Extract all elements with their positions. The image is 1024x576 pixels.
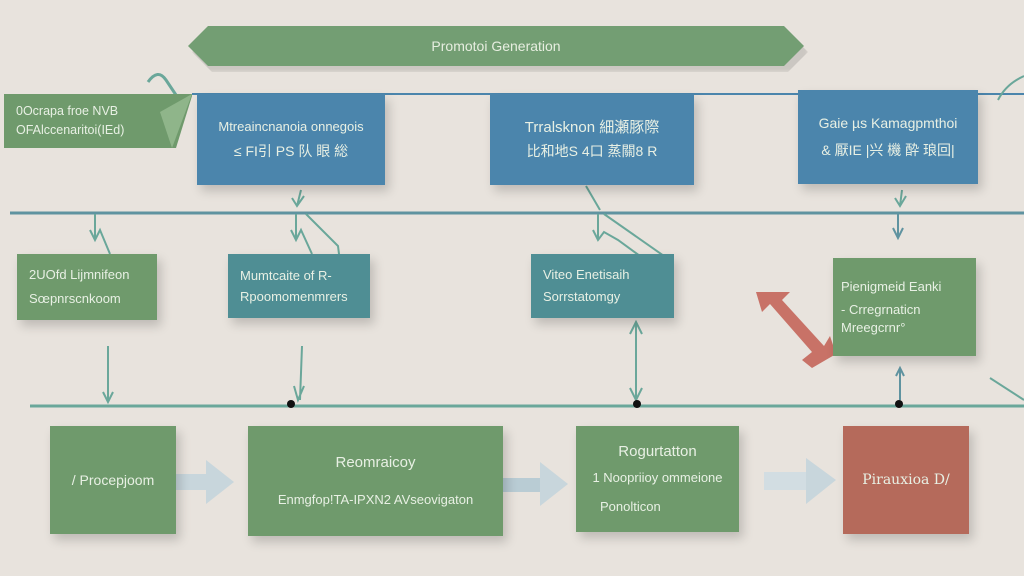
side-tag-box: 0Ocrapa froe NVB OFAlccenaritoi(IEd) bbox=[4, 94, 192, 148]
top-box-3-line2: & 厭IE |兴 機 酔 琅回| bbox=[821, 142, 955, 158]
bottom-box-3: Rogurtatton 1 Noopriioy ommeione Ponolti… bbox=[576, 426, 739, 532]
middle-box-2-line1: Mumtcaite of R- bbox=[240, 267, 332, 283]
side-tag-line2: OFAlccenaritoi(IEd) bbox=[16, 123, 125, 137]
middle-box-3-line2: Sorrstatomgy bbox=[543, 289, 621, 304]
bottom-box-1-line1: / Procepjoom bbox=[71, 471, 155, 488]
arrow-mid-1 bbox=[89, 214, 111, 255]
top-box-1-line2: ≤ FI引 PS 队 眼 総 bbox=[233, 142, 349, 159]
block-arrow-icon-1 bbox=[176, 460, 234, 504]
arrow-mid-3 bbox=[592, 214, 641, 257]
bottom-box-2-line1: Reomraicoy bbox=[335, 454, 416, 472]
middle-box-2: Mumtcaite of R- Rpoomomenmrers bbox=[228, 254, 370, 318]
tag-hook-connector bbox=[146, 73, 180, 99]
junction-dot-2 bbox=[633, 400, 641, 408]
arrow-top-1 bbox=[291, 189, 305, 208]
arrow-mid-2 bbox=[290, 214, 313, 255]
diagram-title: Promotoi Generation bbox=[431, 38, 561, 54]
bottom-box-4: Pirauxioa D/ bbox=[843, 426, 969, 534]
bottom-box-2: Reomraicoy Enmgfop!TA-IPXN2 AVseovigaton bbox=[248, 426, 503, 536]
middle-box-1: 2UOfd Lijmnifeon Sœpnrscnkoom bbox=[17, 254, 157, 320]
arrow-mid-4 bbox=[892, 214, 904, 241]
title-banner: Promotoi Generation bbox=[188, 26, 804, 66]
block-arrow-icon-2 bbox=[503, 462, 568, 506]
top-box-2: Trralsknon 細瀬豚際 比和地S 4口 蒸關8 R bbox=[490, 94, 694, 185]
top-box-3-line1: Gaie µs Kamagpmthoi bbox=[818, 115, 958, 132]
diag-mid-3 bbox=[603, 213, 665, 257]
top-box-2-line2: 比和地S 4口 蒸關8 R bbox=[526, 143, 658, 160]
middle-box-3-line1: Viteo Enetisaih bbox=[543, 267, 630, 283]
arrow-low-2 bbox=[293, 345, 305, 403]
top-box-1: Mtreaincnanoia onnegois ≤ FI引 PS 队 眼 総 bbox=[197, 94, 385, 185]
top-box-2-line1: Trralsknon 細瀬豚際 bbox=[524, 118, 660, 136]
junction-dot-3 bbox=[895, 400, 903, 408]
bottom-box-2-line2: Enmgfop!TA-IPXN2 AVseovigaton bbox=[277, 492, 474, 508]
arrow-top-3 bbox=[894, 189, 907, 208]
diag-top-2 bbox=[585, 185, 601, 211]
top-box-3: Gaie µs Kamagpmthoi & 厭IE |兴 機 酔 琅回| bbox=[798, 90, 978, 184]
red-arrow-icon bbox=[756, 292, 836, 368]
arrow-low-3 bbox=[629, 319, 643, 403]
bottom-box-3-line2: 1 Noopriioy ommeione bbox=[592, 469, 723, 485]
middle-box-2-line2: Rpoomomenmrers bbox=[240, 288, 348, 304]
middle-box-1-line2: Sœpnrscnkoom bbox=[29, 291, 121, 306]
junction-dot-1 bbox=[287, 400, 295, 408]
middle-box-4-line1: Pienigmeid Eanki bbox=[841, 278, 942, 294]
middle-box-4: Pienigmeid Eanki - Crregrnaticn Mreegcrn… bbox=[833, 258, 976, 356]
right-curve-connector bbox=[997, 75, 1024, 101]
arrow-low-4 bbox=[895, 365, 905, 400]
right-diag-connector bbox=[989, 377, 1024, 401]
block-arrow-icon-3 bbox=[764, 458, 836, 504]
middle-box-3: Viteo Enetisaih Sorrstatomgy bbox=[531, 254, 674, 318]
top-box-1-line1: Mtreaincnanoia onnegois bbox=[218, 119, 364, 135]
arrow-low-1 bbox=[102, 346, 114, 405]
middle-box-4-line2: - Crregrnaticn bbox=[841, 302, 921, 318]
middle-box-1-line1: 2UOfd Lijmnifeon bbox=[29, 267, 130, 283]
bottom-box-3-line3: Ponolticon bbox=[600, 499, 661, 515]
bottom-box-3-line1: Rogurtatton bbox=[618, 443, 697, 461]
bottom-box-1: / Procepjoom bbox=[50, 426, 176, 534]
side-tag-line1: 0Ocrapa froe NVB bbox=[16, 104, 119, 119]
middle-box-4-line3: Mreegcrnr° bbox=[841, 319, 906, 335]
bottom-box-4-line1: Pirauxioa D/ bbox=[862, 471, 950, 488]
